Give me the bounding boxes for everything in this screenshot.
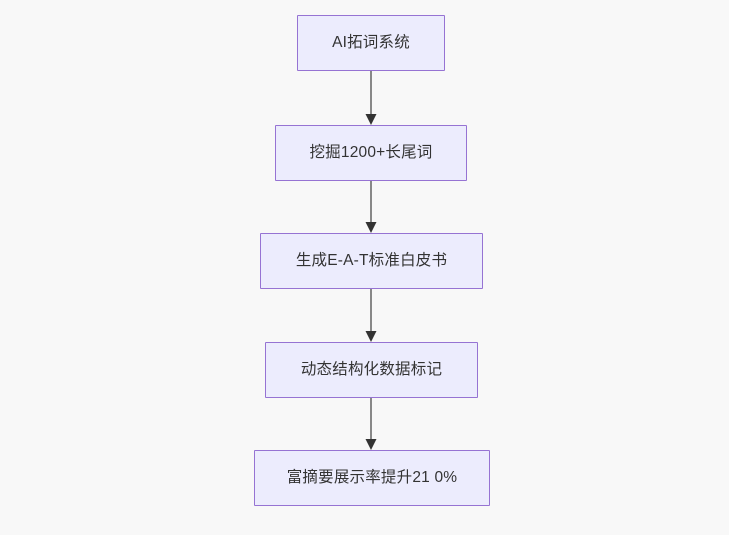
flowchart-node-generate-eat-whitepaper[interactable]: 生成E-A-T标准白皮书 bbox=[260, 233, 483, 289]
node-label: 动态结构化数据标记 bbox=[300, 361, 443, 379]
flowchart-node-dynamic-structured-data-markup[interactable]: 动态结构化数据标记 bbox=[265, 342, 478, 398]
edge-n3-n4 bbox=[365, 398, 377, 450]
flowchart-node-ai-keyword-system[interactable]: AI拓词系统 bbox=[297, 15, 445, 71]
flowchart-node-mine-longtail-keywords[interactable]: 挖掘1200+长尾词 bbox=[275, 125, 467, 181]
edge-n0-n1 bbox=[365, 71, 377, 125]
node-label: 挖掘1200+长尾词 bbox=[309, 144, 433, 162]
edge-n2-n3 bbox=[365, 289, 377, 342]
node-label: AI拓词系统 bbox=[332, 34, 410, 52]
edge-n1-n2 bbox=[365, 181, 377, 233]
node-label: 生成E-A-T标准白皮书 bbox=[295, 252, 448, 270]
flowchart-node-rich-snippet-rate-increase[interactable]: 富摘要展示率提升21 0% bbox=[254, 450, 490, 506]
node-label: 富摘要展示率提升21 0% bbox=[286, 469, 458, 487]
